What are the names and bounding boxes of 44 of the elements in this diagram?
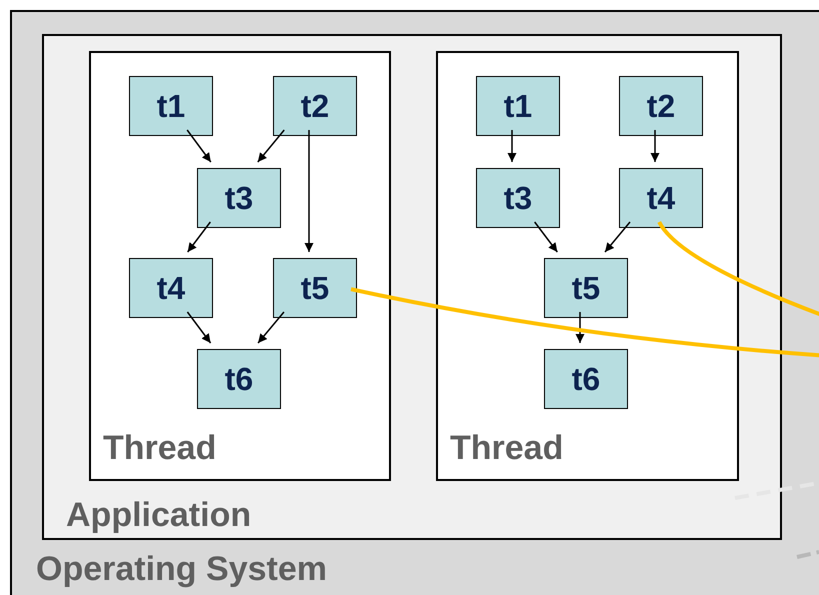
task-box	[129, 258, 213, 318]
task-label: t5	[300, 272, 330, 304]
container-label: Application	[66, 498, 252, 532]
task-box	[129, 76, 213, 136]
task-box	[197, 349, 281, 409]
task-label: t3	[504, 182, 532, 214]
task-box	[273, 258, 357, 318]
container-label: Operating System	[36, 552, 327, 586]
task-label: t2	[646, 90, 676, 122]
task-label: t6	[572, 363, 600, 395]
arrow	[534, 222, 558, 252]
task-label: t1	[156, 90, 186, 122]
arrow	[576, 312, 584, 343]
application-panel	[42, 34, 782, 540]
task-box	[476, 168, 560, 228]
thread-panel	[89, 51, 391, 481]
arrow	[650, 130, 660, 162]
task-box	[619, 76, 703, 136]
arrow	[304, 130, 314, 252]
task-label: t1	[504, 90, 532, 122]
task-label: t4	[646, 182, 676, 214]
container-label: Thread	[103, 431, 216, 465]
arrow	[186, 130, 212, 162]
task-box	[273, 76, 357, 136]
arrow	[187, 222, 211, 252]
task-label: t4	[156, 272, 186, 304]
container-label: Thread	[450, 431, 564, 465]
arrow	[257, 130, 285, 162]
task-box	[544, 349, 628, 409]
arrow	[604, 222, 631, 252]
thread-panel	[436, 51, 739, 481]
task-box	[476, 76, 560, 136]
task-label: t2	[300, 90, 330, 122]
task-box	[197, 168, 281, 228]
mapping-line	[350, 287, 819, 358]
arrow	[186, 312, 212, 344]
task-label: t5	[572, 272, 600, 304]
system-panel	[10, 10, 819, 595]
task-box	[544, 258, 628, 318]
task-label: t3	[224, 182, 254, 214]
arrow	[257, 312, 285, 344]
task-box	[619, 168, 703, 228]
task-label: t6	[224, 363, 254, 395]
arrow	[508, 130, 516, 162]
